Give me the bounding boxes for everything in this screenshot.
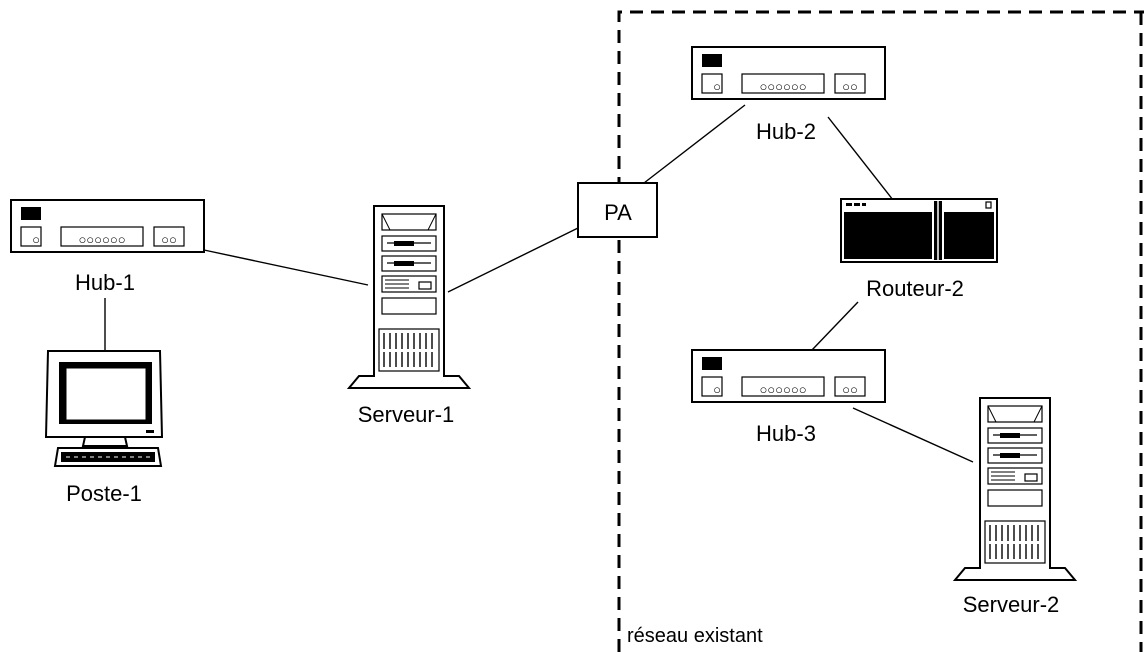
link-hub1-serveur1 — [203, 249, 369, 286]
link-routeur2-hub3 — [811, 301, 859, 351]
hub-3-ports-right: ○○ — [842, 382, 858, 397]
hub-3-port-left: ○ — [713, 382, 721, 397]
routeur-2-label: Routeur-2 — [866, 276, 964, 301]
pa-access-point[interactable]: PA — [577, 182, 658, 238]
hub-3-ports-middle: ○○○○○○ — [759, 382, 806, 397]
serveur-1[interactable]: Serveur-1 — [348, 205, 470, 427]
hub-2-ports-right: ○○ — [842, 79, 858, 94]
links — [104, 104, 974, 463]
hub-3[interactable]: Hub-3 — [691, 349, 886, 446]
pa-label: PA — [604, 200, 632, 225]
poste-1-label: Poste-1 — [66, 481, 142, 506]
serveur-2[interactable]: Serveur-2 — [954, 397, 1076, 617]
link-hub3-serveur2 — [852, 407, 974, 463]
hub-1-label: Hub-1 — [75, 270, 135, 295]
hub-1[interactable]: Hub-1 — [10, 199, 205, 295]
hub-1-port-left: ○ — [32, 232, 40, 247]
link-serveur1-pa — [447, 227, 579, 293]
existing-network-boundary — [617, 10, 1144, 652]
serveur-2-label: Serveur-2 — [963, 592, 1060, 617]
routeur-2[interactable]: Routeur-2 — [840, 198, 998, 301]
zone-label: réseau existant — [627, 625, 763, 647]
link-pa-hub2 — [643, 104, 746, 184]
hub-1-ports-right: ○○ — [161, 232, 177, 247]
hub-2-port-left: ○ — [713, 79, 721, 94]
hub-2[interactable]: Hub-2 — [691, 46, 886, 144]
poste-1[interactable]: Poste-1 — [44, 350, 164, 506]
link-hub2-routeur2 — [827, 116, 894, 201]
hub-2-label: Hub-2 — [756, 119, 816, 144]
serveur-1-label: Serveur-1 — [358, 402, 455, 427]
hub-2-ports-middle: ○○○○○○ — [759, 79, 806, 94]
hub-3-label: Hub-3 — [756, 421, 816, 446]
hub-1-ports-middle: ○○○○○○ — [78, 232, 125, 247]
